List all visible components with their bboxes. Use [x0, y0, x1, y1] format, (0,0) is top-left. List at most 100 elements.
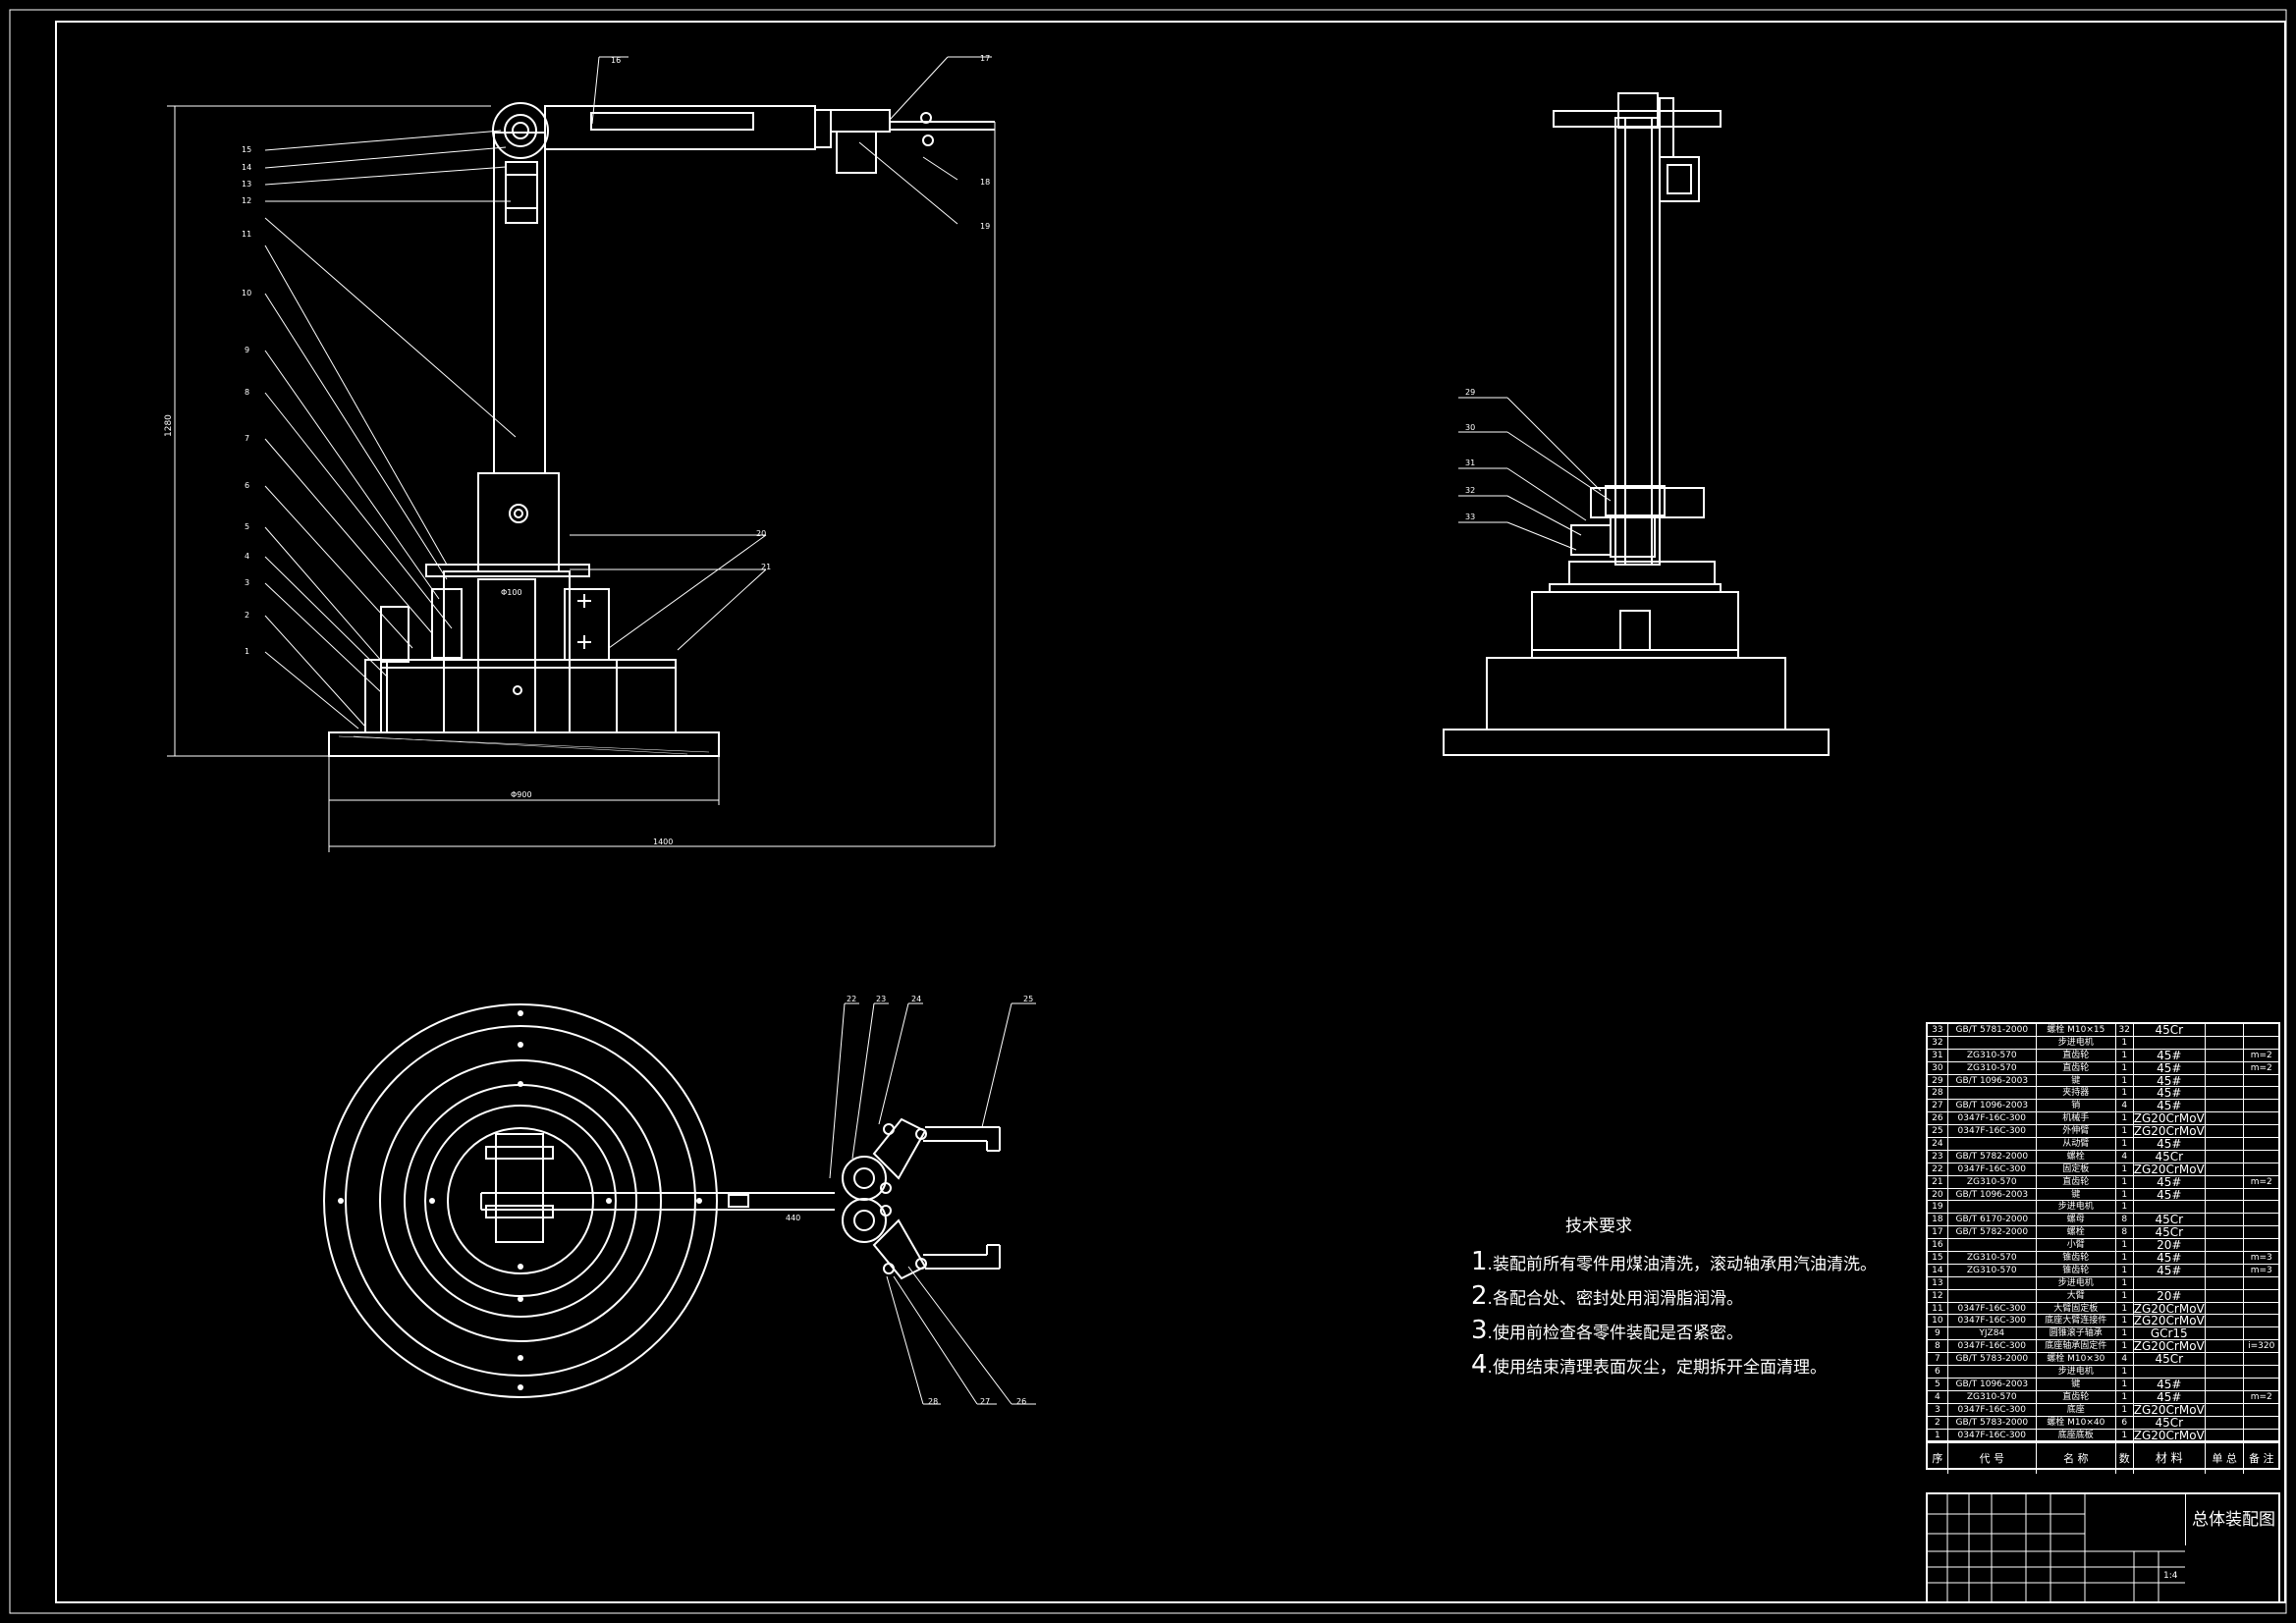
svg-text:5: 5	[245, 522, 249, 531]
bom-cell-mat: ZG20CrMoV	[2133, 1429, 2206, 1441]
bom-cell-mat: 45Cr	[2134, 1214, 2206, 1226]
bom-cell-mat: 45#	[2134, 1175, 2206, 1188]
bom-cell-no: 16	[1928, 1239, 1948, 1252]
svg-text:16: 16	[611, 56, 621, 65]
tech-item-2: 2.各配合处、密封处用润滑脂润滑。	[1471, 1280, 1923, 1315]
svg-text:23: 23	[876, 995, 886, 1003]
bom-cell-no: 10	[1928, 1315, 1948, 1327]
bom-cell-mat: 45Cr	[2134, 1226, 2206, 1239]
bom-cell-w	[2206, 1315, 2245, 1327]
bom-cell-name: 直齿轮	[2037, 1175, 2116, 1188]
bom-cell-mat: 45#	[2134, 1188, 2206, 1201]
bom-cell-no: 20	[1928, 1188, 1948, 1201]
svg-text:4: 4	[245, 552, 249, 561]
bom-cell-code: 0347F-16C-300	[1948, 1163, 2037, 1175]
bom-cell-name: 螺母	[2037, 1214, 2116, 1226]
bom-cell-no: 32	[1928, 1036, 1948, 1049]
tech-title: 技术要求	[1565, 1217, 1632, 1236]
svg-text:8: 8	[245, 388, 249, 397]
bom-cell-name: 键	[2037, 1378, 2116, 1390]
bom-cell-no: 31	[1928, 1049, 1948, 1061]
bom-cell-no: 9	[1928, 1327, 1948, 1340]
bom-cell-w	[2206, 1125, 2245, 1138]
bom-cell-name: 机械手	[2037, 1112, 2116, 1125]
bom-cell-w	[2206, 1024, 2245, 1036]
bom-cell-qty: 1	[2116, 1036, 2134, 1049]
bom-cell-code: 0347F-16C-300	[1948, 1429, 2037, 1441]
bom-cell-w	[2206, 1429, 2245, 1441]
bom-cell-code: 0347F-16C-300	[1948, 1315, 2037, 1327]
tech-text: .各配合处、密封处用润滑脂润滑。	[1487, 1289, 1743, 1309]
dim-reach: 440	[786, 1214, 800, 1222]
bom-cell-note	[2244, 1151, 2278, 1163]
bom-cell-mat: 45#	[2134, 1252, 2206, 1264]
bom-cell-no: 23	[1928, 1150, 1948, 1163]
bom-cell-name: 螺栓	[2037, 1150, 2116, 1163]
bom-cell-qty: 32	[2116, 1024, 2134, 1036]
bom-cell-code: ZG310-570	[1948, 1175, 2037, 1188]
bom-cell-qty: 1	[2116, 1138, 2134, 1150]
tech-item-3: 3.使用前检查各零件装配是否紧密。	[1471, 1315, 1923, 1349]
bom-cell-no: 2	[1928, 1416, 1948, 1429]
svg-text:32: 32	[1465, 486, 1475, 495]
bom-cell-qty: 1	[2116, 1340, 2134, 1353]
bom-cell-note	[2244, 1404, 2278, 1416]
bom-cell-qty: 1	[2116, 1289, 2134, 1302]
bom-cell-w	[2206, 1188, 2245, 1201]
bom-cell-name: 直齿轮	[2037, 1061, 2116, 1074]
bom-cell-name: 底座轴承固定件	[2037, 1340, 2116, 1353]
svg-text:21: 21	[761, 563, 771, 571]
bom-cell-no: 26	[1928, 1112, 1948, 1125]
bom-cell-mat: 45#	[2134, 1061, 2206, 1074]
bom-cell-w	[2206, 1366, 2245, 1378]
tech-num: 1	[1471, 1247, 1488, 1276]
bom-cell-mat: 45Cr	[2134, 1353, 2206, 1366]
header-qty: 数	[2116, 1443, 2134, 1475]
parts-list-header: 序 代 号 名 称 数 材 料 单 总 备 注	[1928, 1441, 2278, 1475]
bom-cell-code: GB/T 5781-2000	[1948, 1024, 2037, 1036]
svg-text:11: 11	[242, 230, 251, 239]
bom-cell-code: ZG310-570	[1948, 1061, 2037, 1074]
svg-text:24: 24	[911, 995, 921, 1003]
bom-cell-note: m=2	[2250, 1176, 2272, 1187]
svg-text:18: 18	[980, 178, 990, 187]
bom-cell-code: 0347F-16C-300	[1948, 1302, 2037, 1315]
bom-cell-note	[2244, 1214, 2278, 1225]
bom-cell-code: GB/T 1096-2003	[1948, 1074, 2037, 1087]
bom-cell-note	[2244, 1430, 2278, 1441]
bom-cell-code: GB/T 5783-2000	[1948, 1353, 2037, 1366]
bom-cell-code	[1948, 1087, 2037, 1100]
bom-cell-note: m=2	[2250, 1050, 2272, 1060]
bom-cell-mat: 45#	[2134, 1049, 2206, 1061]
bom-cell-code: ZG310-570	[1948, 1049, 2037, 1061]
bom-cell-note	[2244, 1379, 2278, 1390]
bom-cell-mat: GCr15	[2134, 1327, 2206, 1340]
bom-cell-name: 销	[2037, 1100, 2116, 1112]
header-code: 代 号	[1948, 1443, 2037, 1475]
bom-cell-note	[2244, 1163, 2278, 1175]
bom-cell-w	[2206, 1112, 2245, 1125]
bom-cell-note: m=3	[2250, 1265, 2272, 1275]
bom-cell-name: 步进电机	[2037, 1036, 2116, 1049]
bom-cell-no: 18	[1928, 1214, 1948, 1226]
bom-cell-no: 21	[1928, 1175, 1948, 1188]
header-note: 备 注	[2248, 1452, 2274, 1466]
title-block-grid	[1928, 1494, 2185, 1601]
bom-cell-note	[2244, 1087, 2278, 1099]
bom-cell-note	[2244, 1277, 2278, 1289]
bom-cell-w	[2206, 1061, 2245, 1074]
bom-cell-mat: ZG20CrMoV	[2133, 1315, 2206, 1327]
